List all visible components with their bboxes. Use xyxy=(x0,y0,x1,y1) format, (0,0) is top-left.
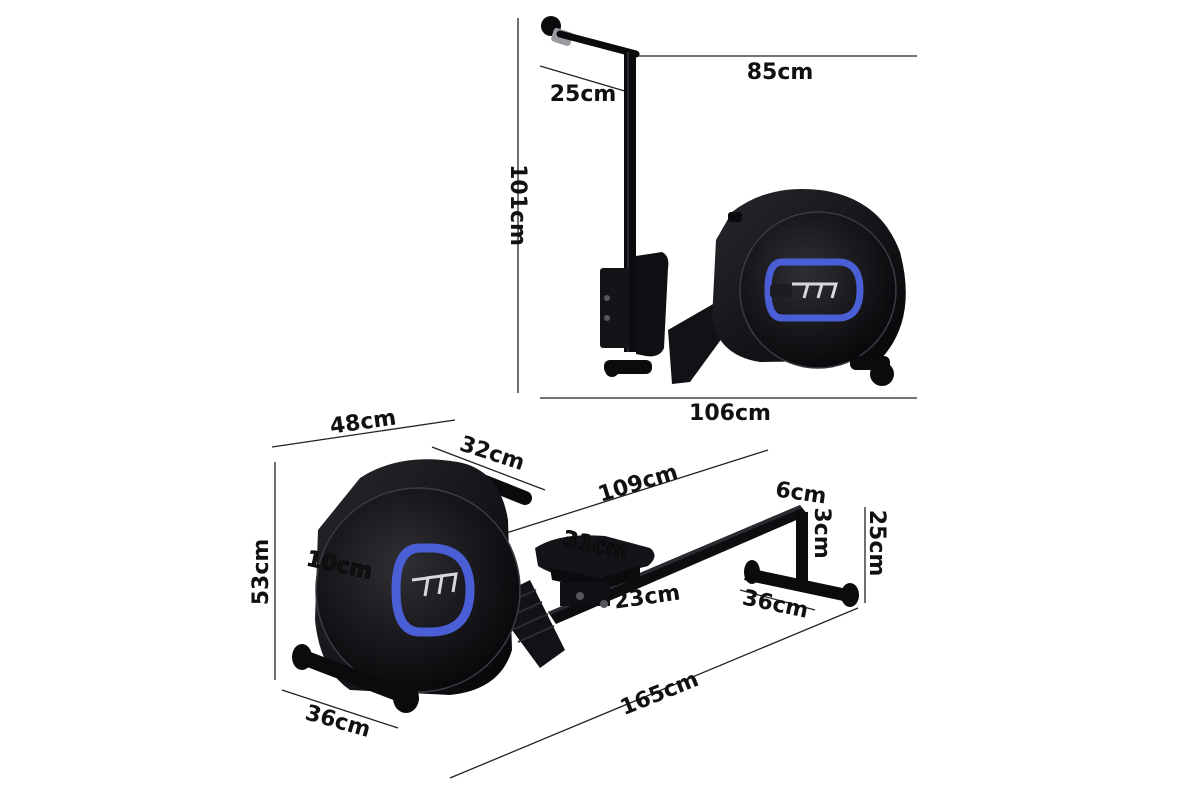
handle-32-line xyxy=(431,446,546,491)
rear-height-25-label: 25cm xyxy=(864,510,889,577)
handle-25-line xyxy=(539,65,629,93)
blue-accent-ring xyxy=(764,258,864,322)
rail-thickness-3-label: 3cm xyxy=(809,507,834,558)
handle-25-label: 25cm xyxy=(550,82,617,107)
length-165-line xyxy=(449,607,859,779)
flat-rower-illustration xyxy=(292,459,859,713)
height-53-label: 53cm xyxy=(249,539,274,606)
reach-85-label: 85cm xyxy=(747,60,814,85)
flat-view: 48cm 32cm 109cm 6cm 3cm 25cm 31cm 23cm 3… xyxy=(249,406,889,779)
rear-36-line xyxy=(739,589,816,611)
upright-view: 101cm 106cm 85cm 25cm xyxy=(505,16,917,426)
rail-109-line xyxy=(499,449,769,536)
rail-end-6-label: 6cm xyxy=(774,478,828,510)
front-36-label: 36cm xyxy=(302,701,373,743)
front-36-line xyxy=(281,689,399,729)
width-106-label: 106cm xyxy=(689,401,771,426)
flat-blue-accent-ring xyxy=(391,543,475,637)
upright-rower-illustration xyxy=(541,16,906,386)
width-48-label: 48cm xyxy=(328,406,397,440)
width-48-line xyxy=(271,419,456,448)
height-101-label: 101cm xyxy=(505,164,530,246)
rail-109-label: 109cm xyxy=(595,460,681,508)
length-165-label: 165cm xyxy=(617,667,702,721)
